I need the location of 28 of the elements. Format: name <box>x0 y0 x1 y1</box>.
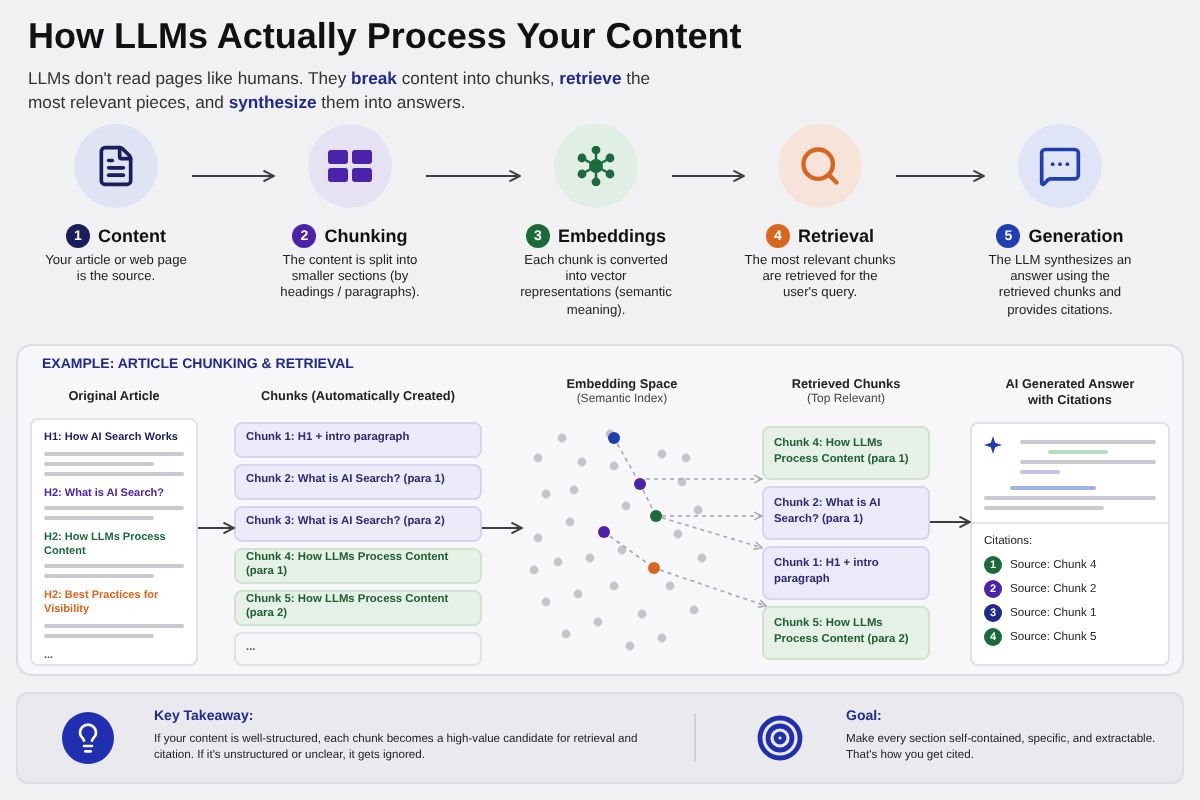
step-title: Retrieval <box>797 226 875 246</box>
arrow <box>930 515 971 529</box>
arrow <box>672 169 745 183</box>
arrow <box>896 169 985 183</box>
takeaway-band <box>16 692 1184 784</box>
dashed-connector <box>609 535 649 565</box>
dashed-connector <box>645 474 763 484</box>
step-title: Generation <box>1028 226 1124 246</box>
embedding-dot <box>634 478 646 490</box>
arrow <box>426 169 521 183</box>
arrow <box>198 521 235 535</box>
embedding-dot <box>650 510 662 522</box>
dashed-connector <box>661 511 763 521</box>
subtitle: LLMs don't read pages like humans. They break content into chunks, retrieve the most relevant pieces, and synthesize them into answers. <box>28 68 653 115</box>
step-title: Chunking <box>324 226 408 246</box>
dashed-connector <box>642 489 654 511</box>
example-panel <box>16 344 1184 676</box>
dashed-connector <box>661 517 763 550</box>
arrow <box>192 169 275 183</box>
arrow <box>482 521 523 535</box>
embedding-dot <box>598 526 610 538</box>
dashed-connector <box>616 443 638 479</box>
embedding-dot <box>648 562 660 574</box>
embedding-dot <box>608 432 620 444</box>
step-title: Embeddings <box>557 226 666 246</box>
dashed-connector <box>659 569 768 608</box>
step-title: Content <box>98 226 166 246</box>
diagram-title: How LLMs Actually Process Your Content <box>28 16 742 58</box>
